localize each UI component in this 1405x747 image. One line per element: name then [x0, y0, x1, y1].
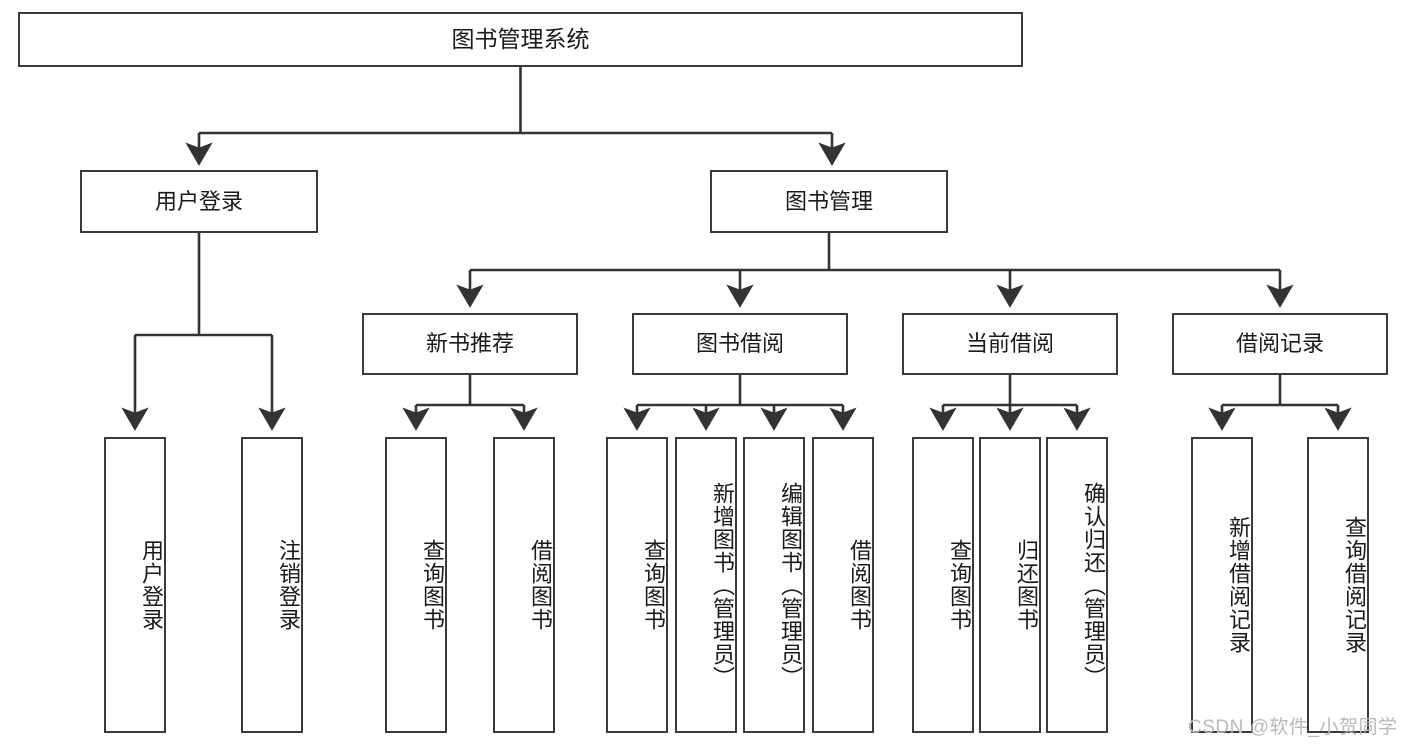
- node-leaf-add-book-admin[interactable]: 新增图书（管理员）: [675, 437, 737, 733]
- node-label: 用户登录: [139, 539, 164, 631]
- node-label: 查询图书: [947, 539, 972, 631]
- node-label: 查询借阅记录: [1342, 516, 1367, 654]
- node-leaf-query-book-recommend[interactable]: 查询图书: [385, 437, 447, 733]
- node-label: 图书借阅: [695, 331, 784, 357]
- node-leaf-return-book[interactable]: 归还图书: [979, 437, 1041, 733]
- node-label: 查询图书: [420, 539, 445, 631]
- node-label: 新增借阅记录: [1226, 516, 1251, 654]
- node-label: 新增图书（管理员）: [710, 481, 735, 689]
- node-book-borrow[interactable]: 图书借阅: [632, 313, 848, 375]
- node-label: 借阅记录: [1235, 331, 1324, 357]
- node-leaf-borrow-book[interactable]: 借阅图书: [812, 437, 874, 733]
- node-label: 确认归还（管理员）: [1081, 481, 1106, 689]
- node-label: 借阅图书: [528, 539, 553, 631]
- node-label: 查询图书: [641, 539, 666, 631]
- node-leaf-query-book-current[interactable]: 查询图书: [912, 437, 974, 733]
- node-leaf-add-borrow-record[interactable]: 新增借阅记录: [1191, 437, 1253, 733]
- node-book-manage[interactable]: 图书管理: [710, 170, 948, 233]
- node-label: 归还图书: [1014, 539, 1039, 631]
- node-root-book-management-system[interactable]: 图书管理系统: [18, 12, 1023, 67]
- node-label: 用户登录: [154, 188, 243, 214]
- node-borrow-record[interactable]: 借阅记录: [1172, 313, 1388, 375]
- node-label: 借阅图书: [847, 539, 872, 631]
- node-label: 图书管理系统: [451, 25, 590, 52]
- node-label: 当前借阅: [965, 331, 1054, 357]
- node-new-book-recommend[interactable]: 新书推荐: [362, 313, 578, 375]
- node-leaf-query-book-borrow[interactable]: 查询图书: [606, 437, 668, 733]
- node-user-login[interactable]: 用户登录: [80, 170, 318, 233]
- node-leaf-user-login[interactable]: 用户登录: [104, 437, 166, 733]
- node-leaf-confirm-return-admin[interactable]: 确认归还（管理员）: [1046, 437, 1108, 733]
- node-leaf-logout-login[interactable]: 注销登录: [241, 437, 303, 733]
- node-current-borrow[interactable]: 当前借阅: [902, 313, 1118, 375]
- node-leaf-edit-book-admin[interactable]: 编辑图书（管理员）: [743, 437, 805, 733]
- csdn-watermark: CSDN @软件_小贺同学: [1188, 717, 1398, 738]
- node-leaf-borrow-book-recommend[interactable]: 借阅图书: [493, 437, 555, 733]
- node-label: 注销登录: [276, 539, 301, 631]
- node-label: 新书推荐: [425, 331, 514, 357]
- node-label: 编辑图书（管理员）: [778, 481, 803, 689]
- node-label: 图书管理: [784, 188, 873, 214]
- node-leaf-query-borrow-record[interactable]: 查询借阅记录: [1307, 437, 1369, 733]
